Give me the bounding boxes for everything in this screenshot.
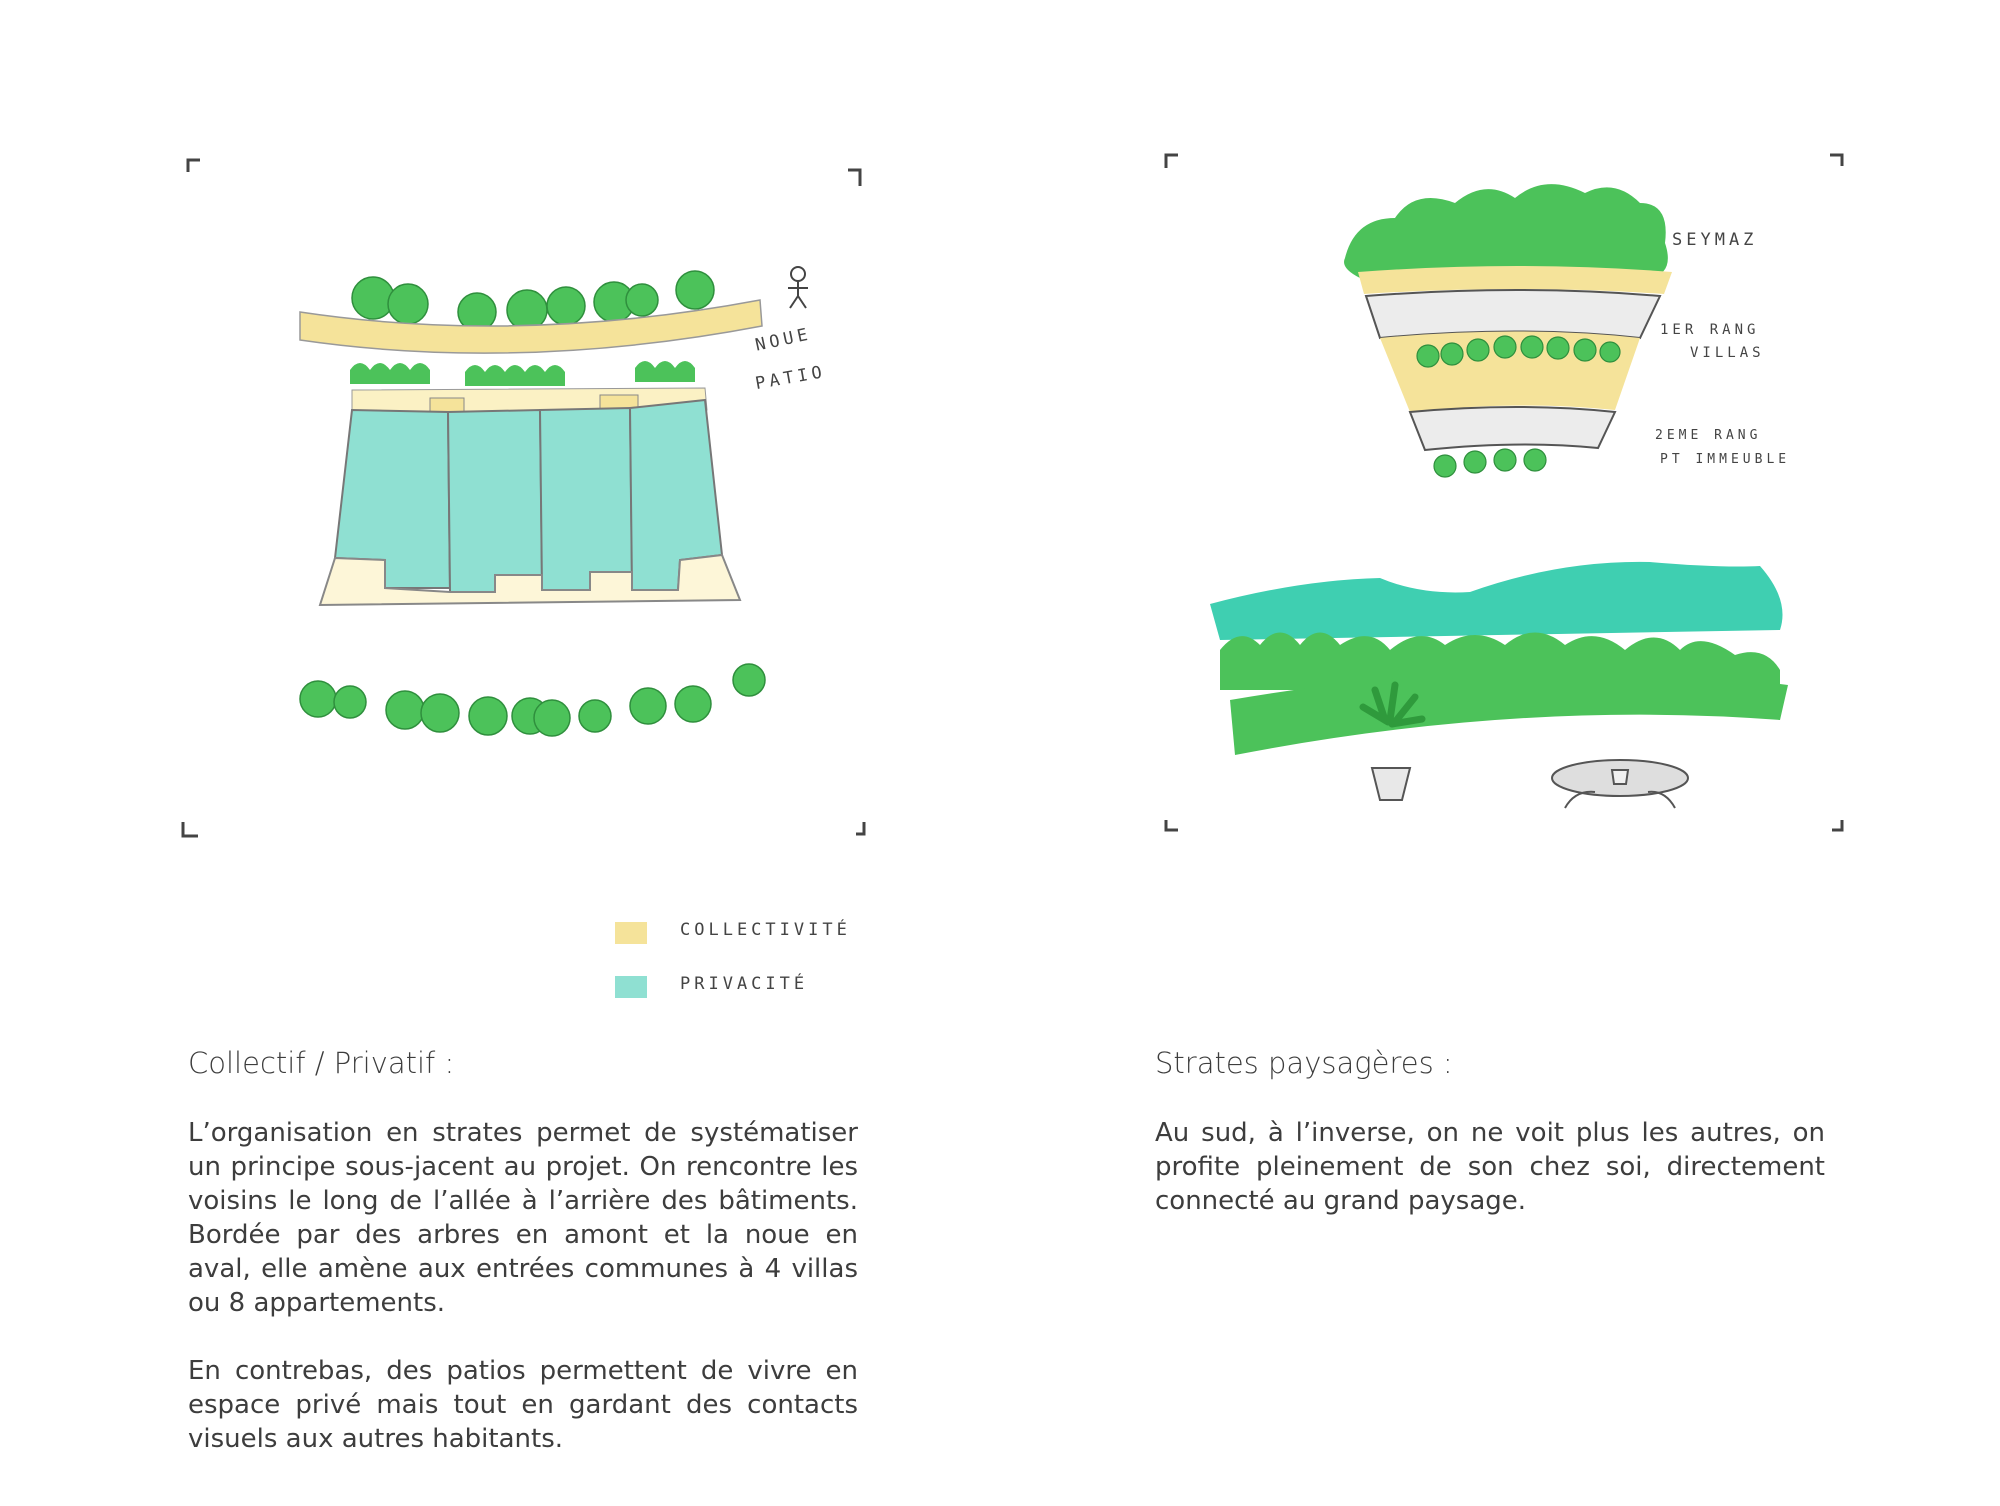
- crop-marks-right: [1164, 153, 1844, 832]
- left-sketch: NOUE PATIO: [0, 0, 1000, 900]
- bottom-tree-row: [299, 663, 766, 737]
- legend-swatch-private: [615, 976, 647, 998]
- right-sketch: SEYMAZ 1ER RANG VILLAS 2EME RANG PT IMME…: [1000, 0, 2000, 900]
- seymaz-treeline: [1344, 184, 1668, 278]
- private-plots: [333, 398, 724, 593]
- legend-label-collective: COLLECTIVITÉ: [680, 920, 851, 940]
- label-rang1-line2: VILLAS: [1690, 345, 1765, 361]
- left-body: L’organisation en strates permet de syst…: [188, 1116, 858, 1490]
- label-rang2-line1: 2EME RANG: [1655, 428, 1762, 443]
- label-rang1-line1: 1ER RANG: [1660, 322, 1760, 338]
- grey-band: [1364, 289, 1662, 340]
- plan-drawing: [181, 158, 866, 838]
- alley-path: [299, 299, 763, 354]
- potted-plant: [1359, 681, 1426, 801]
- villas-trees: [1416, 335, 1621, 368]
- foreground-hedge: [1230, 670, 1788, 755]
- person-icon: [788, 266, 808, 309]
- legend-label-private: PRIVACITÉ: [680, 974, 809, 994]
- strata-drawing: [1164, 153, 1844, 832]
- top-tree-row: [351, 270, 715, 332]
- table-with-cup: [1551, 759, 1689, 809]
- right-title: Strates paysagères :: [1155, 1046, 1453, 1080]
- lower-patio-zone: [318, 553, 742, 607]
- right-paragraph-1: Au sud, à l’inverse, on ne voit plus les…: [1155, 1118, 1825, 1216]
- left-paragraph-1: L’organisation en strates permet de syst…: [188, 1118, 858, 1318]
- yellow-band-top: [1358, 266, 1672, 294]
- grey-band-lower: [1408, 406, 1617, 452]
- noue-hedge: [350, 361, 695, 386]
- left-title: Collectif / Privatif :: [188, 1046, 455, 1080]
- right-body: Au sud, à l’inverse, on ne voit plus les…: [1155, 1116, 1825, 1252]
- label-rang2-line2: PT IMMEUBLE: [1660, 452, 1791, 467]
- crop-marks: [181, 158, 866, 838]
- immeuble-trees: [1433, 448, 1547, 478]
- label-seymaz: SEYMAZ: [1672, 230, 1758, 250]
- mountain-range: [1210, 561, 1783, 640]
- left-paragraph-2: En contrebas, des patios permettent de v…: [188, 1356, 858, 1454]
- legend-swatch-collective: [615, 922, 647, 944]
